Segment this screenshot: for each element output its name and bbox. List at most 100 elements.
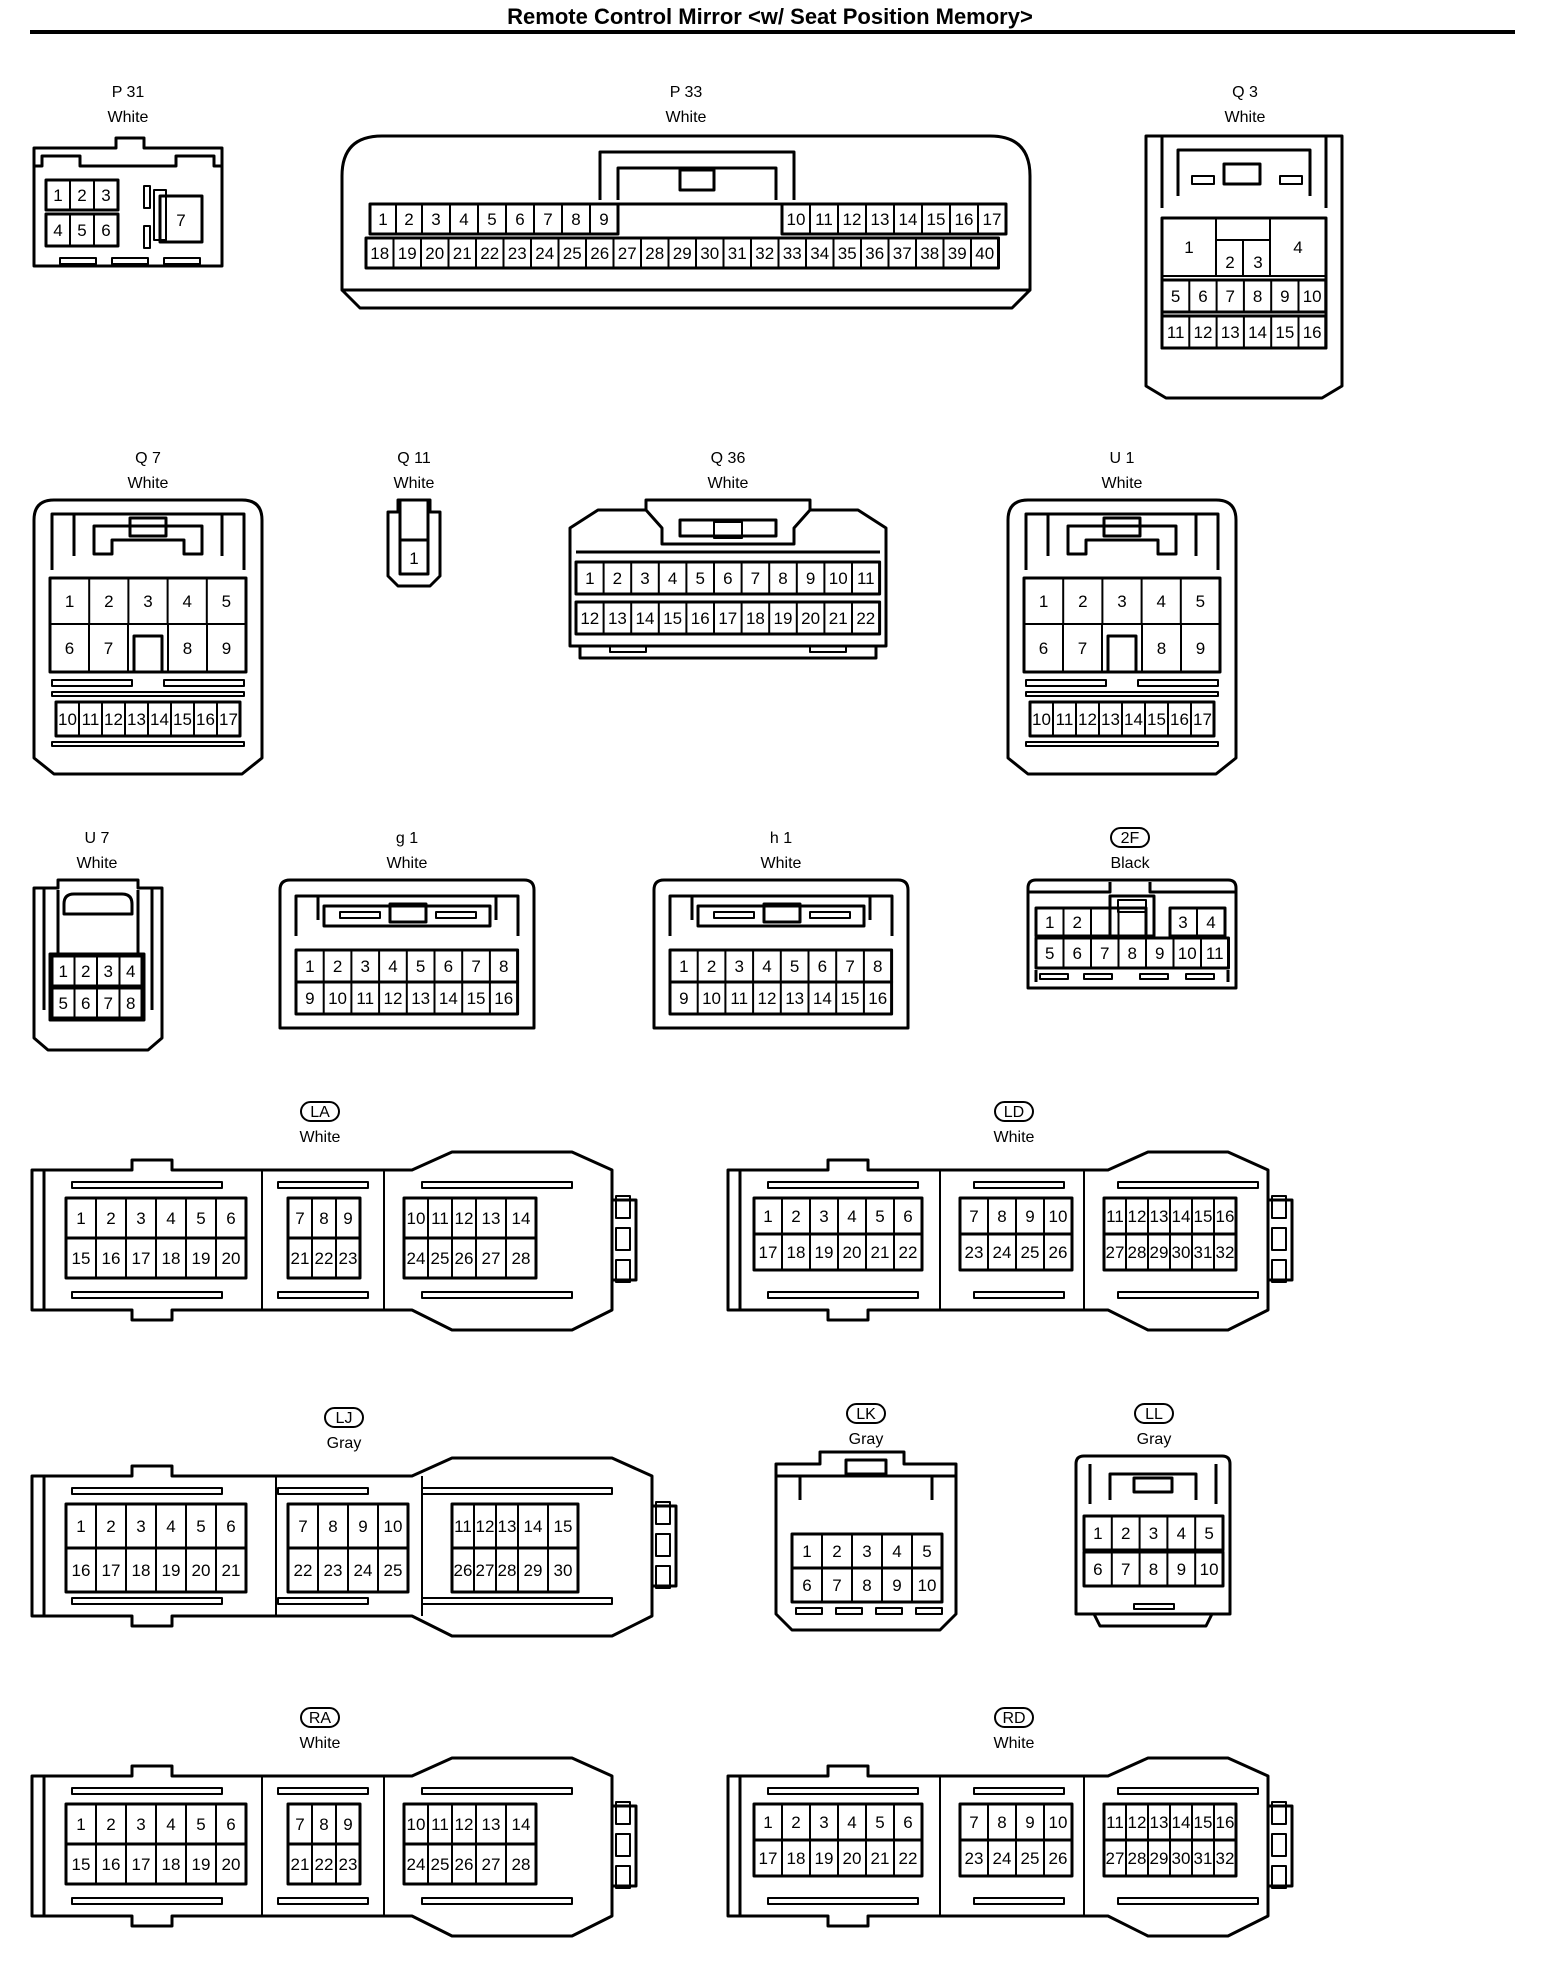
pin-LK-3: 3: [862, 1542, 871, 1561]
pin-P31-6: 6: [101, 221, 110, 240]
pin-P31-2: 2: [77, 186, 86, 205]
pin-RA-9: 9: [343, 1815, 352, 1834]
pin-P31-4: 4: [53, 221, 62, 240]
connector-code: U 1: [1110, 450, 1135, 467]
pin-RD-20: 20: [843, 1849, 862, 1868]
pin-LD-19: 19: [815, 1243, 834, 1262]
pin-h1-14: 14: [813, 989, 832, 1008]
pin-RD-16: 16: [1216, 1813, 1235, 1832]
pin-LD-7: 7: [969, 1207, 978, 1226]
pin-U1-9: 9: [1196, 639, 1205, 658]
pin-LD-24: 24: [993, 1243, 1012, 1262]
pin-g1-4: 4: [388, 957, 397, 976]
connector-color: White: [1225, 109, 1266, 126]
pin-U1-5: 5: [1196, 592, 1205, 611]
pin-LK-8: 8: [862, 1576, 871, 1595]
pin-Q3-8: 8: [1253, 287, 1262, 306]
pin-LD-12: 12: [1128, 1207, 1147, 1226]
pin-P33-24: 24: [535, 244, 554, 263]
pin-U1-2: 2: [1078, 592, 1087, 611]
pin-LA-23: 23: [339, 1249, 358, 1268]
pin-P33-29: 29: [673, 244, 692, 263]
pin-LD-11: 11: [1106, 1207, 1124, 1226]
pin-RA-18: 18: [162, 1855, 181, 1874]
pin-LJ-7: 7: [298, 1517, 307, 1536]
pin-LL-6: 6: [1093, 1560, 1102, 1579]
pin-LJ-21: 21: [222, 1561, 241, 1580]
pin-RD-10: 10: [1049, 1813, 1068, 1832]
pin-LL-3: 3: [1149, 1524, 1158, 1543]
pin-LD-17: 17: [759, 1243, 778, 1262]
pin-g1-8: 8: [499, 957, 508, 976]
pin-LJ-20: 20: [192, 1561, 211, 1580]
pin-g1-13: 13: [411, 989, 430, 1008]
pin-U1-11: 11: [1056, 710, 1074, 729]
pin-RD-17: 17: [759, 1849, 778, 1868]
connector-color: White: [300, 1735, 341, 1752]
pin-Q36-13: 13: [608, 609, 627, 628]
pin-LA-17: 17: [132, 1249, 151, 1268]
pin-g1-2: 2: [333, 957, 342, 976]
pin-h1-11: 11: [730, 989, 748, 1008]
pin-LA-9: 9: [343, 1209, 352, 1228]
pin-RD-25: 25: [1021, 1849, 1040, 1868]
pin-Q36-9: 9: [806, 569, 815, 588]
pin-LJ-22: 22: [294, 1561, 313, 1580]
pin-LD-5: 5: [875, 1207, 884, 1226]
pin-LJ-29: 29: [524, 1561, 543, 1580]
pin-P33-12: 12: [843, 210, 862, 229]
pin-P33-34: 34: [810, 244, 829, 263]
connector-code: g 1: [396, 830, 418, 847]
pin-RD-23: 23: [965, 1849, 984, 1868]
pin-P33-5: 5: [487, 210, 496, 229]
pin-Q36-8: 8: [778, 569, 787, 588]
pin-RD-29: 29: [1150, 1849, 1169, 1868]
connector-code: Q 11: [397, 450, 431, 467]
pin-LD-15: 15: [1194, 1207, 1213, 1226]
pin-g1-3: 3: [361, 957, 370, 976]
connector-code: 2F: [1121, 830, 1140, 847]
pin-LJ-5: 5: [196, 1517, 205, 1536]
pin-U7-4: 4: [126, 962, 135, 981]
pin-h1-1: 1: [679, 957, 688, 976]
pin-LJ-15: 15: [554, 1517, 573, 1536]
pin-Q7-16: 16: [196, 710, 215, 729]
pin-LD-20: 20: [843, 1243, 862, 1262]
connector-code: Q 3: [1232, 84, 1258, 101]
pin-LD-22: 22: [899, 1243, 918, 1262]
pin-g1-14: 14: [439, 989, 458, 1008]
pin-P33-7: 7: [543, 210, 552, 229]
pin-LA-5: 5: [196, 1209, 205, 1228]
pin-U1-3: 3: [1117, 592, 1126, 611]
pin-Q36-16: 16: [691, 609, 710, 628]
pin-g1-16: 16: [494, 989, 513, 1008]
pin-Q36-17: 17: [718, 609, 737, 628]
pin-U1-10: 10: [1032, 710, 1051, 729]
pin-LA-8: 8: [319, 1209, 328, 1228]
pin-LK-1: 1: [802, 1542, 811, 1561]
pin-U1-17: 17: [1193, 710, 1212, 729]
pin-U1-4: 4: [1156, 592, 1165, 611]
pin-Q36-20: 20: [801, 609, 820, 628]
pin-Q36-2: 2: [613, 569, 622, 588]
pin-P33-2: 2: [404, 210, 413, 229]
pin-LD-13: 13: [1150, 1207, 1169, 1226]
pin-P31-7: 7: [176, 211, 185, 230]
pin-RD-31: 31: [1194, 1849, 1213, 1868]
pin-P33-32: 32: [755, 244, 774, 263]
pin-LJ-30: 30: [554, 1561, 573, 1580]
pin-P33-16: 16: [955, 210, 974, 229]
pin-P33-10: 10: [787, 210, 806, 229]
pin-Q36-3: 3: [640, 569, 649, 588]
pin-RD-7: 7: [969, 1813, 978, 1832]
pin-Q36-18: 18: [746, 609, 765, 628]
pin-Q7-9: 9: [222, 639, 231, 658]
pin-RD-21: 21: [871, 1849, 890, 1868]
pin-RD-22: 22: [899, 1849, 918, 1868]
pin-LA-6: 6: [226, 1209, 235, 1228]
